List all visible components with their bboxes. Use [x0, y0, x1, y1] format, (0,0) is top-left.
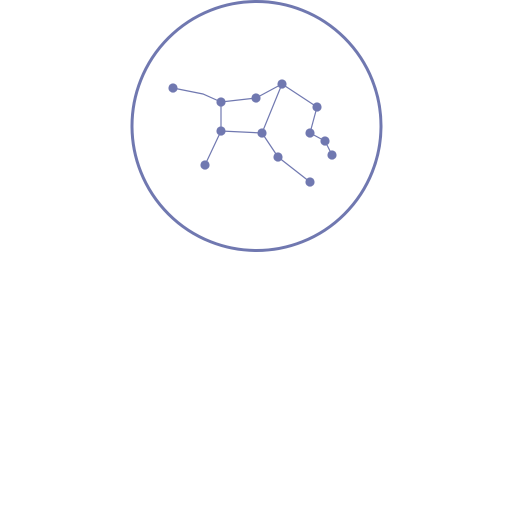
- constellation-line: [172, 87, 222, 103]
- star-dot: [312, 102, 322, 112]
- star-dot: [257, 128, 267, 138]
- star-dot: [327, 150, 337, 160]
- star-dot: [216, 97, 226, 107]
- star-dot: [277, 79, 287, 89]
- star-dot: [305, 177, 315, 187]
- constellation-line: [281, 83, 318, 108]
- star-dot: [320, 136, 330, 146]
- constellation-line: [204, 130, 222, 166]
- constellation-line: [261, 132, 279, 158]
- star-dot: [251, 93, 261, 103]
- constellation-line: [255, 83, 283, 99]
- constellation-line: [277, 156, 311, 183]
- star-dot: [273, 152, 283, 162]
- star-dot: [200, 160, 210, 170]
- star-dot: [305, 128, 315, 138]
- star-dot: [168, 83, 178, 93]
- constellation-line: [220, 97, 257, 103]
- constellation-line: [261, 83, 283, 134]
- constellation-stars: [168, 79, 337, 187]
- circle-frame: [130, 0, 383, 252]
- constellation-line: [220, 130, 263, 134]
- star-dot: [216, 126, 226, 136]
